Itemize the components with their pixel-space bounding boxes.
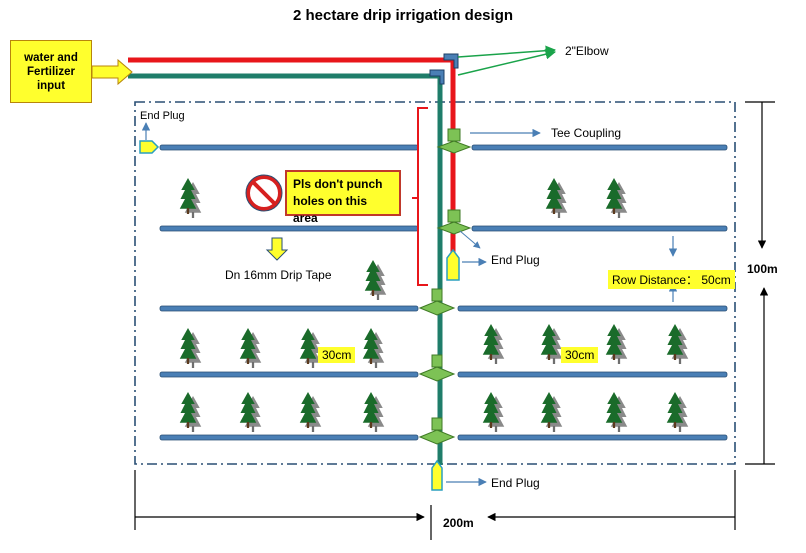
input-label-box: water and Fertilizer input (10, 40, 92, 103)
prohibition-icon (245, 174, 283, 212)
page-title: 2 hectare drip irrigation design (292, 7, 514, 24)
elbow-fittings (429, 53, 459, 85)
end-plug-label-bottom: End Plug (491, 476, 540, 490)
end-plugs (139, 140, 460, 491)
end-plug-pointer-mid-2 (459, 230, 481, 249)
width-dimension (134, 470, 736, 540)
lateral-pipes (159, 144, 728, 441)
tee-fittings (418, 128, 472, 445)
elbow-pointer-1 (457, 45, 557, 58)
drip-tape-arrow (265, 237, 289, 261)
height-dimension (745, 101, 775, 465)
drip-tape-label: Dn 16mm Drip Tape (225, 268, 332, 282)
no-punch-bracket (412, 107, 428, 286)
tee-coupling-label: Tee Coupling (551, 126, 622, 140)
spacing-label-right: 30cm (561, 347, 599, 363)
end-plug-label-mid: End Plug (491, 253, 540, 267)
width-dimension-label: 200m (443, 516, 474, 530)
height-dimension-label: 100m (747, 262, 778, 276)
end-plug-label-top: End Plug (140, 110, 185, 122)
row-distance-label: Row Distance： 50cm (608, 270, 735, 289)
spacing-label-left: 30cm (318, 347, 356, 363)
elbow-label: 2"Elbow (565, 44, 609, 58)
input-arrow (91, 58, 133, 86)
warning-label: Pls don't punch holes on this area (285, 170, 401, 225)
elbow-pointer-2 (457, 49, 557, 76)
